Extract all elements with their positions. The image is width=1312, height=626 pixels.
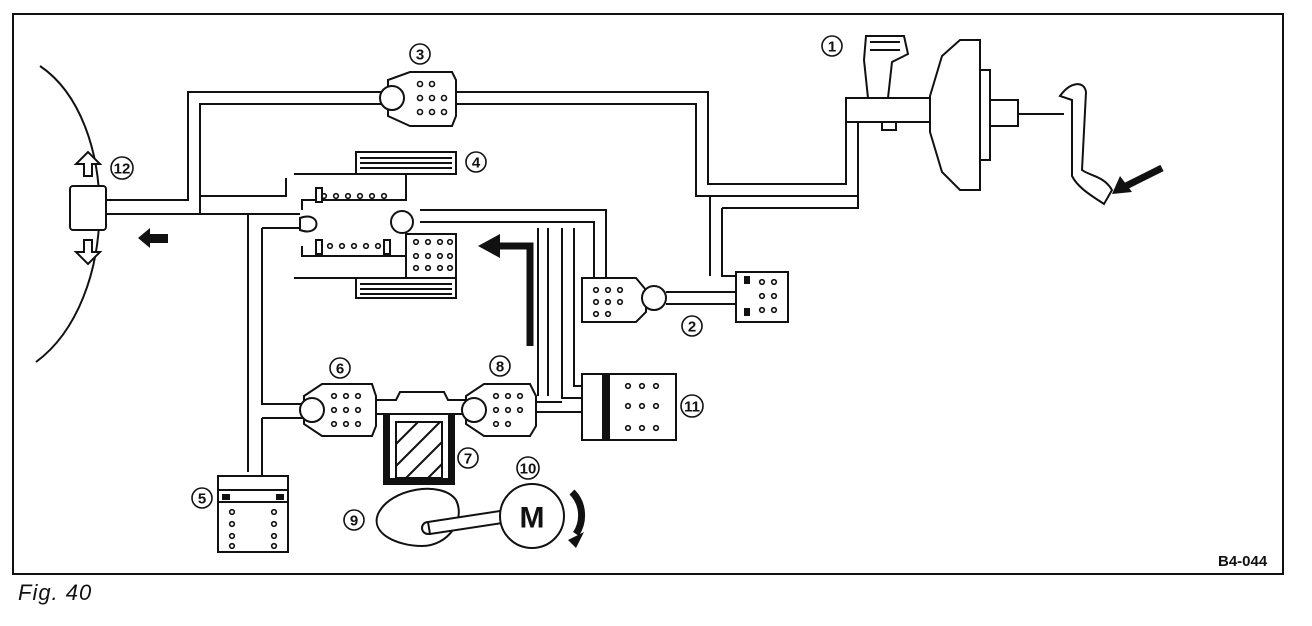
down-arrow-icon	[73, 239, 103, 266]
svg-text:12: 12	[114, 161, 131, 178]
callout-4: 4	[465, 151, 487, 173]
svg-text:6: 6	[336, 361, 344, 378]
svg-text:9: 9	[350, 513, 358, 530]
callout-2: 2	[681, 315, 703, 337]
pedal-force-arrow-icon	[1124, 164, 1164, 190]
svg-text:1: 1	[828, 39, 836, 56]
modulator-4	[294, 151, 457, 299]
callout-9: 9	[343, 509, 365, 531]
rotation-arrow-icon	[569, 489, 585, 536]
figure-frame	[12, 13, 1284, 575]
svg-text:8: 8	[496, 359, 504, 376]
brake-pipes	[106, 91, 859, 476]
svg-text:2: 2	[688, 319, 696, 336]
figure-code: B4-044	[1218, 553, 1268, 570]
figure-caption: Fig. 40	[18, 580, 93, 605]
callout-5: 5	[191, 487, 213, 509]
svg-text:7: 7	[464, 451, 472, 468]
svg-text:3: 3	[416, 47, 424, 64]
reservoir-5	[217, 475, 289, 553]
motor-label: M	[520, 502, 545, 535]
pressure-arrow-left-icon	[138, 228, 168, 248]
brake-pedal	[1058, 83, 1164, 206]
motor-10: M	[499, 483, 585, 549]
callouts: 1 2 3 4 5 6 7 8 9 10 11 12	[110, 35, 843, 531]
wheel-cylinder-12	[69, 150, 107, 266]
svg-text:5: 5	[198, 491, 206, 508]
callout-7: 7	[457, 447, 479, 469]
callout-1: 1	[821, 35, 843, 57]
callout-3: 3	[409, 43, 431, 65]
solenoid-valve-2	[581, 271, 789, 323]
svg-text:10: 10	[520, 461, 537, 478]
up-arrow-icon	[73, 150, 103, 177]
solenoid-valve-3	[379, 71, 457, 127]
callout-8: 8	[489, 355, 511, 377]
return-flow-arrow-icon	[498, 242, 534, 346]
pump-piston-7	[395, 421, 443, 479]
callout-10: 10	[516, 456, 540, 480]
master-cylinder-1	[845, 35, 931, 131]
brake-booster	[929, 39, 1064, 191]
callout-6: 6	[329, 357, 351, 379]
eccentric-cam-9	[375, 487, 524, 548]
callout-12: 12	[110, 156, 134, 180]
callout-11: 11	[680, 394, 704, 418]
check-valve-8	[461, 383, 537, 437]
svg-text:11: 11	[684, 399, 700, 416]
accumulator-11	[581, 373, 677, 441]
svg-text:4: 4	[472, 155, 481, 172]
check-valve-6	[299, 383, 377, 437]
